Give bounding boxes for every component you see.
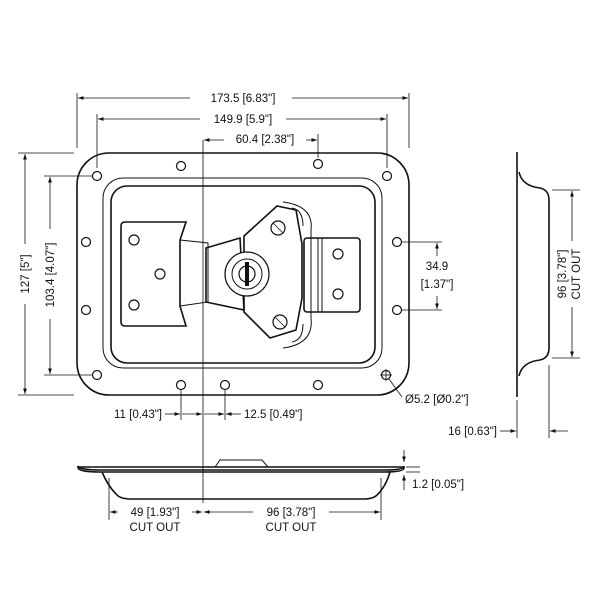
dish-outer-edge — [102, 177, 383, 369]
overall-height-dimension: 127 [5"] — [17, 152, 74, 396]
latch-lever — [205, 201, 312, 349]
left-offset-label: 11 [0.43"] — [114, 409, 162, 421]
keeper-hole — [128, 234, 140, 246]
top-hole-offset-dimension: 60.4 [2.38"] — [204, 131, 319, 158]
cutout-right-label: CUT OUT — [266, 522, 317, 534]
right-offset-label: 12.5 [0.49"] — [244, 409, 302, 421]
hole-diameter-callout: Ø5.2 [Ø0.2"] — [388, 378, 469, 406]
overall-width-label: 173.5 [6.83"] — [211, 93, 276, 105]
side-view: 96 [3.78"] CUT OUT 16 [0.63"] — [448, 152, 588, 438]
front-view — [76, 140, 410, 503]
keeper-hole — [128, 299, 140, 311]
mounting-hole — [175, 160, 187, 172]
hinge-hole — [332, 248, 344, 260]
bottom-flange — [77, 465, 405, 473]
bottom-offset-dimensions: 11 [0.43"] 12.5 [0.49"] — [114, 390, 302, 421]
mounting-hole — [80, 236, 92, 248]
overall-width-dimension: 173.5 [6.83"] — [76, 90, 410, 148]
bottom-cutout-dimensions: 49 [1.93"] CUT OUT 96 [3.78"] CUT OUT — [108, 478, 382, 536]
mounting-hole — [391, 236, 403, 248]
mounting-hole — [312, 158, 324, 170]
mounting-hole — [381, 170, 393, 182]
side-dish-profile — [518, 171, 550, 377]
hole-span-width-dimension: 149.9 [5.9"] — [96, 111, 388, 168]
dish-inner-edge — [110, 185, 376, 364]
mounting-hole — [91, 170, 103, 182]
cutout-height-value: 96 [3.78"] — [557, 250, 569, 299]
mounting-holes — [80, 158, 403, 391]
mounting-hole — [91, 369, 103, 381]
side-hole-spacing-inch: [1.37"] — [421, 279, 454, 291]
side-hole-spacing-value: 34.9 — [426, 261, 448, 273]
mounting-hole — [80, 304, 92, 316]
bottom-dish-profile — [101, 471, 391, 500]
lock-keyway — [245, 262, 249, 286]
hole-span-height-label: 103.4 [4.07"] — [45, 243, 57, 308]
bottom-handle-hump — [214, 459, 269, 468]
cutout-right-value: 96 [3.78"] — [267, 507, 316, 519]
hinge-hole — [332, 288, 344, 300]
hinge-block — [303, 237, 361, 313]
top-hole-offset-label: 60.4 [2.38"] — [236, 134, 294, 146]
keeper-hole — [154, 268, 166, 280]
depth-label: 16 [0.63"] — [448, 426, 497, 438]
hole-diameter-label: Ø5.2 [Ø0.2"] — [405, 394, 469, 406]
mounting-hole — [219, 379, 231, 391]
lock-cylinder-ring — [231, 258, 263, 290]
mounting-hole — [391, 304, 403, 316]
overall-height-label: 127 [5"] — [20, 254, 32, 293]
cutout-left-value: 49 [1.93"] — [131, 507, 180, 519]
flange-thickness-label: 1.2 [0.05"] — [412, 479, 464, 491]
mounting-hole — [312, 379, 324, 391]
cutout-height-label: CUT OUT — [571, 249, 583, 300]
side-hole-spacing-dimension: 34.9 [1.37"] — [402, 241, 462, 311]
flange-outline — [76, 152, 410, 396]
mounting-hole — [175, 379, 187, 391]
bottom-view: 1.2 [0.05"] — [77, 450, 464, 500]
hole-span-width-label: 149.9 [5.9"] — [214, 114, 272, 126]
keeper-plate — [120, 221, 209, 327]
cutout-left-label: CUT OUT — [130, 522, 181, 534]
hole-span-height-dimension: 103.4 [4.07"] — [42, 175, 92, 376]
